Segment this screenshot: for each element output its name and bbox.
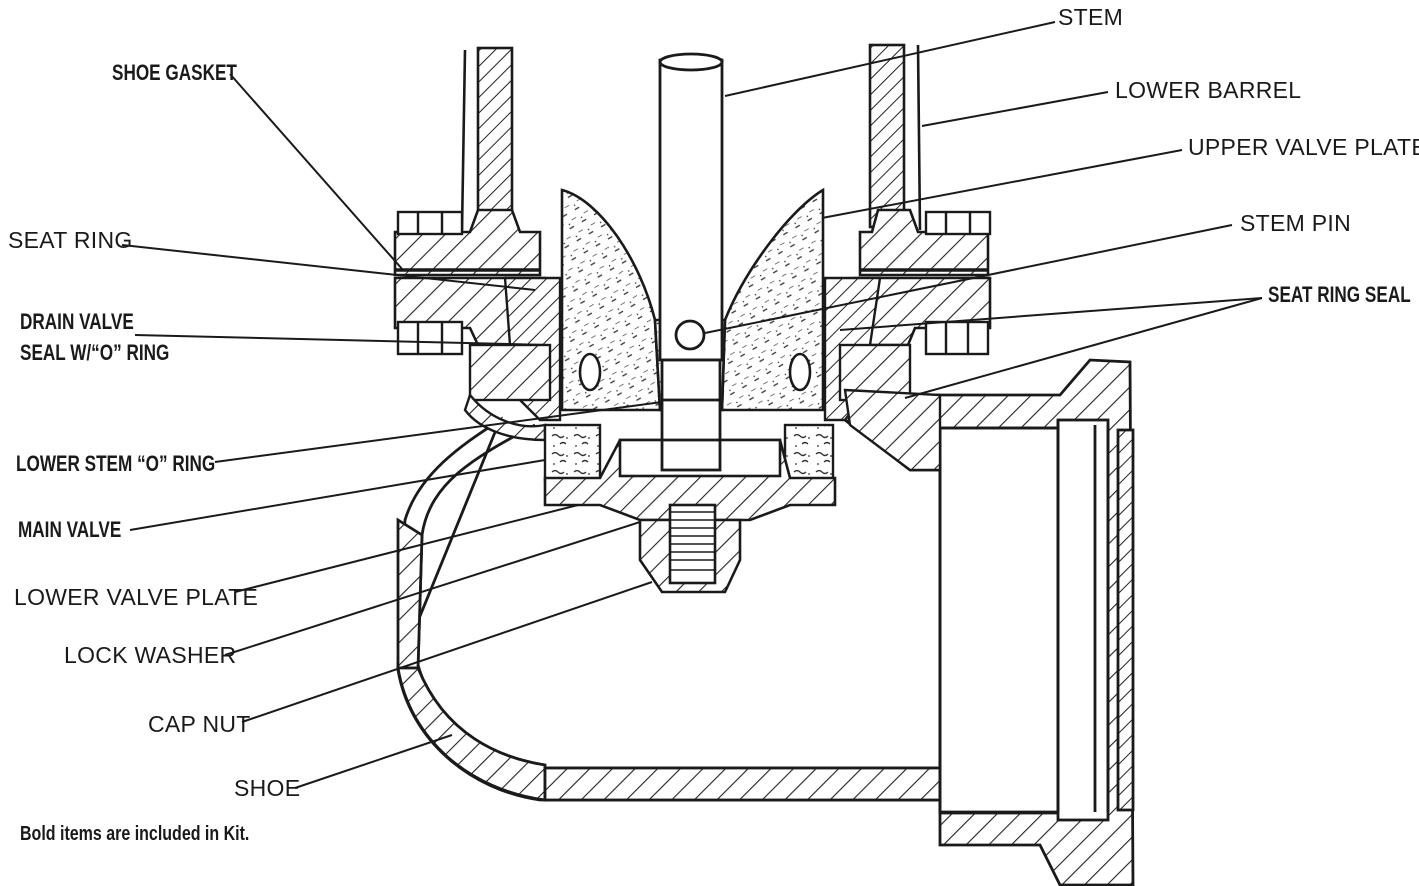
leader-drain-valve	[134, 334, 549, 346]
leader-stem-pin	[704, 224, 1233, 334]
leader-lower-valve-plate	[234, 504, 579, 593]
seat-ring	[463, 276, 942, 472]
leader-stem	[724, 21, 1056, 97]
leader-upper-valve-plate	[821, 149, 1183, 219]
leader-main-valve	[129, 459, 546, 531]
label-lock-washer: LOCK WASHER	[64, 642, 237, 668]
label-cap-nut: CAP NUT	[148, 711, 251, 737]
leader-seat-ring	[121, 244, 536, 291]
leader-lock-washer	[224, 521, 641, 656]
label-lower-valve-plate: LOWER VALVE PLATE	[14, 584, 259, 610]
label-seat-ring-seal: SEAT RING SEAL	[1268, 282, 1411, 307]
shoe	[396, 358, 1135, 886]
leader-lines	[121, 21, 1263, 789]
cap-nut	[638, 503, 742, 594]
label-stem: STEM	[1058, 4, 1124, 30]
leader-lower-stem-o-ring	[214, 401, 663, 463]
stem-pin	[674, 319, 706, 351]
label-seat-ring: SEAT RING	[8, 227, 133, 253]
leader-lower-barrel	[921, 91, 1109, 127]
label-lower-stem-o-ring: LOWER STEM “O” RING	[16, 451, 216, 476]
label-stem-pin: STEM PIN	[1240, 210, 1352, 236]
label-drain-valve-line2: SEAL W/“O” RING	[20, 340, 170, 365]
leader-seat-ring-seal-a	[839, 297, 1263, 331]
kit-footnote: Bold items are included in Kit.	[20, 823, 250, 845]
leader-shoe-gasket	[229, 73, 404, 271]
leader-shoe	[294, 734, 453, 789]
label-shoe-gasket: SHOE GASKET	[112, 60, 237, 85]
label-upper-valve-plate: UPPER VALVE PLATE	[1188, 134, 1419, 160]
stem	[658, 52, 724, 472]
main-valve	[543, 423, 835, 482]
flange-bolts	[396, 210, 992, 356]
leader-seat-ring-seal-b	[904, 297, 1263, 399]
upper-flange	[393, 208, 990, 277]
label-drain-valve-line1: DRAIN VALVE	[20, 309, 134, 334]
label-shoe: SHOE	[234, 775, 301, 801]
leader-cap-nut	[241, 581, 653, 723]
label-lower-barrel: LOWER BARREL	[1115, 77, 1302, 103]
label-main-valve: MAIN VALVE	[18, 517, 122, 542]
